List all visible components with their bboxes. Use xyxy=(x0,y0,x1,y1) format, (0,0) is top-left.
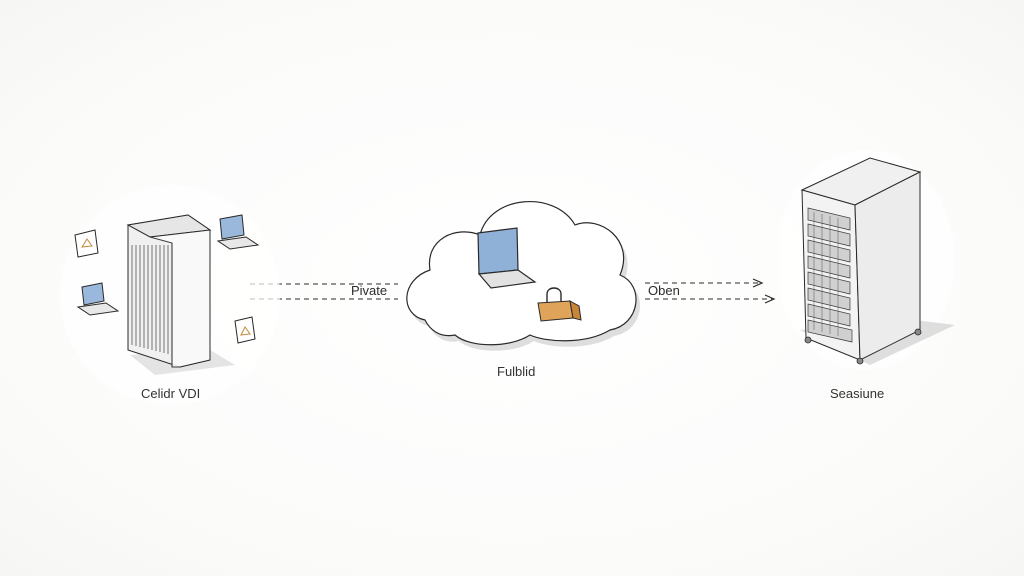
center-node xyxy=(395,170,645,360)
server-tower-icon xyxy=(60,185,280,405)
right-node xyxy=(780,150,960,380)
cloud-icon xyxy=(406,201,641,351)
server-rack-icon xyxy=(780,150,955,370)
edge-label-private: Pivate xyxy=(351,283,388,298)
center-node-label: Fulblid xyxy=(497,364,536,379)
edge-label-open: Oben xyxy=(648,283,680,298)
arrowhead-2 xyxy=(764,294,776,304)
left-node xyxy=(60,175,290,415)
right-node-label: Seasiune xyxy=(830,386,885,401)
laptop-icon xyxy=(477,227,519,275)
arrowhead-1 xyxy=(752,278,764,288)
left-node-label: Celidr VDI xyxy=(141,386,201,401)
lock-icon xyxy=(546,287,562,302)
